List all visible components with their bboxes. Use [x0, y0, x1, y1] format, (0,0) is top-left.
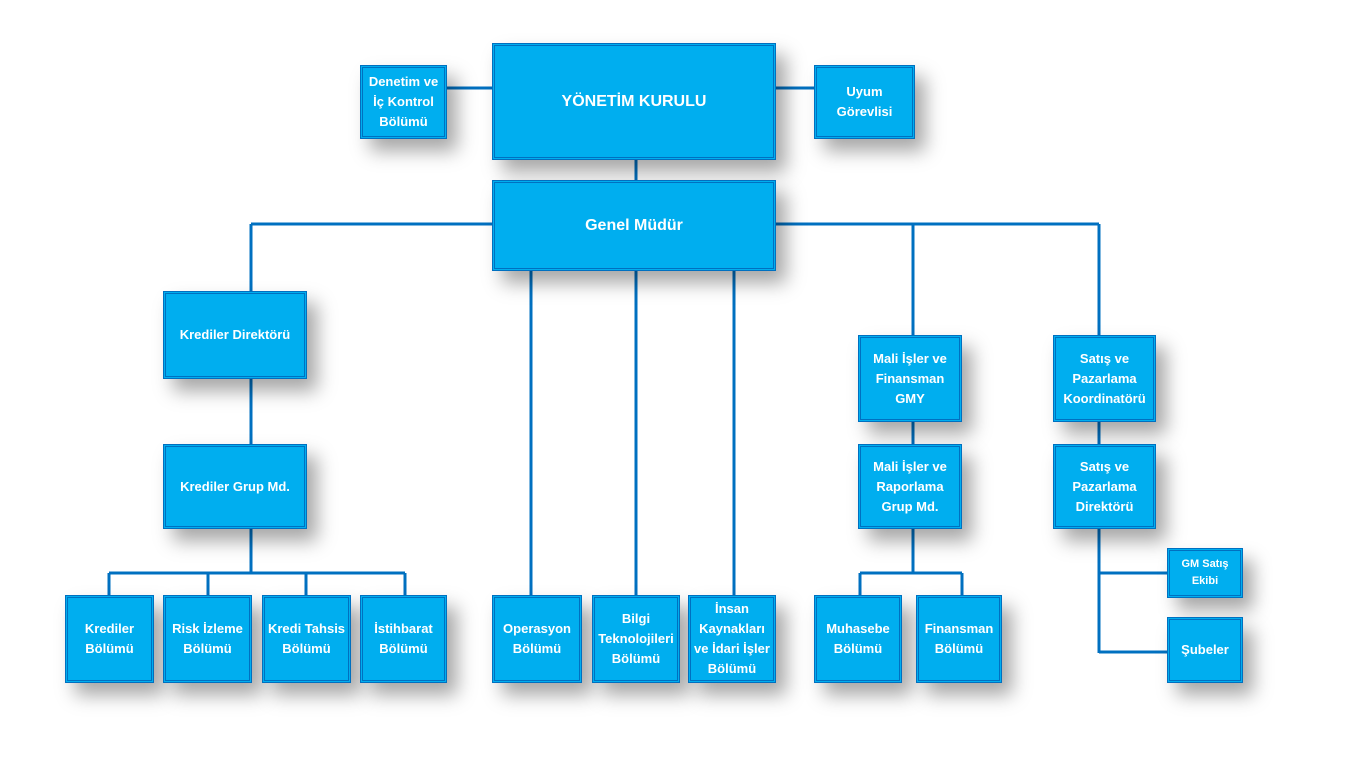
node-gm-satis-ekibi: GM Satış Ekibi [1167, 548, 1243, 598]
node-satis-direktoru: Satış ve Pazarlama Direktörü [1053, 444, 1156, 529]
node-uyum: Uyum Görevlisi [814, 65, 915, 139]
node-krediler-grup: Krediler Grup Md. [163, 444, 307, 529]
node-subeler: Şubeler [1167, 617, 1243, 683]
node-mali-isler-gmy: Mali İşler ve Finansman GMY [858, 335, 962, 422]
node-insan-kaynaklari: İnsan Kaynakları ve İdari İşler Bölümü [688, 595, 776, 683]
node-satis-koordinatoru: Satış ve Pazarlama Koordinatörü [1053, 335, 1156, 422]
node-genel-mudur: Genel Müdür [492, 180, 776, 271]
node-mali-isler-grup: Mali İşler ve Raporlama Grup Md. [858, 444, 962, 529]
node-istihbarat: İstihbarat Bölümü [360, 595, 447, 683]
node-operasyon: Operasyon Bölümü [492, 595, 582, 683]
node-kredi-tahsis: Kredi Tahsis Bölümü [262, 595, 351, 683]
node-risk-izleme: Risk İzleme Bölümü [163, 595, 252, 683]
node-yonetim-kurulu: YÖNETİM KURULU [492, 43, 776, 160]
node-muhasebe: Muhasebe Bölümü [814, 595, 902, 683]
node-bilgi-teknolojileri: Bilgi Teknolojileri Bölümü [592, 595, 680, 683]
node-krediler-direktoru: Krediler Direktörü [163, 291, 307, 379]
node-denetim: Denetim ve İç Kontrol Bölümü [360, 65, 447, 139]
node-finansman: Finansman Bölümü [916, 595, 1002, 683]
node-krediler-bolumu: Krediler Bölümü [65, 595, 154, 683]
